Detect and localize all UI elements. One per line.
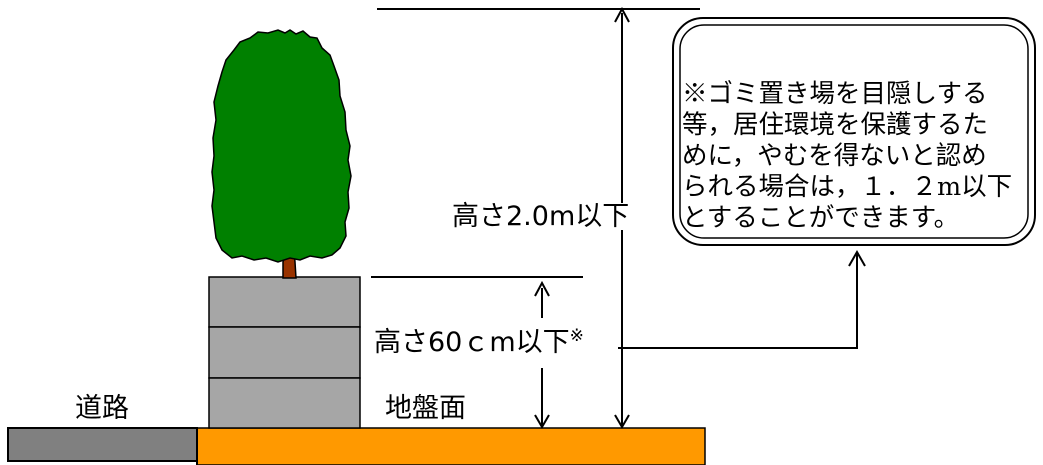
- note-line: 等，居住環境を保護するた: [682, 110, 989, 140]
- height-60cm-note-mark: ※: [569, 326, 584, 346]
- note-text: ※ゴミ置き場を目隠しする 等，居住環境を保護するた めに，やむを得ないと認め ら…: [682, 79, 1032, 234]
- note-line: られる場合は，１．２m以下: [682, 172, 1013, 202]
- note-line: めに，やむを得ないと認め: [682, 141, 987, 171]
- note-box: [672, 17, 1036, 246]
- wall-block-middle: [208, 326, 361, 379]
- height-60cm-label: 高さ60ｃm以下※: [372, 328, 586, 356]
- block-wall: [208, 276, 361, 429]
- note-line: とすることができます。: [682, 203, 960, 233]
- height-60cm-dimension: [534, 280, 550, 429]
- wall-block-bottom: [208, 377, 361, 429]
- wall-block-top: [208, 276, 361, 328]
- tree-foliage: [211, 29, 352, 263]
- ground-surface-label: 地盤面: [385, 393, 466, 424]
- hedge-tree: [211, 29, 352, 279]
- height-60cm-text: 高さ60ｃm以下: [374, 327, 570, 358]
- note-line: ※ゴミ置き場を目隠しする: [682, 79, 988, 109]
- height-2m-label: 高さ2.0m以下: [450, 201, 632, 232]
- road-label: 道路: [75, 393, 129, 424]
- road-surface: [7, 427, 198, 462]
- note-connector-arrow: [618, 249, 866, 349]
- ground-surface: [196, 427, 706, 465]
